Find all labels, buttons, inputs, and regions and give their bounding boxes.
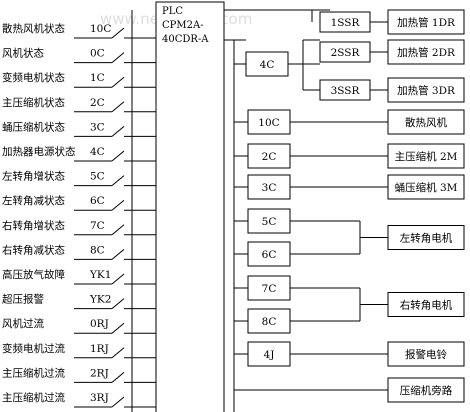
switch-contact [111, 150, 125, 162]
switch-contact [111, 273, 125, 285]
plc-box [155, 1, 225, 412]
input-name: 主压缩机状态 [2, 96, 65, 109]
relay-label: 2C [262, 151, 277, 163]
input-name: 左转角减状态 [2, 194, 65, 207]
heater-label: 加热管 2DR [397, 46, 456, 59]
motor-box [387, 292, 465, 317]
single-outputs: 10C 散热风机 2C 主压缩机 2M 3C 蛹压缩机 3M 4J 报警电铃 [234, 109, 465, 367]
heater-box [387, 9, 465, 35]
plc-label-1: PLC [162, 6, 183, 17]
bypass-group: 压缩机旁路 [234, 377, 465, 403]
switch-contact [111, 322, 125, 334]
ssr-label: 2SSR [331, 47, 361, 59]
input-name: 超压报警 [2, 293, 44, 306]
relay-label: 6C [262, 249, 277, 261]
input-code: 0RJ [90, 318, 109, 330]
motor-label: 左转角电机 [400, 232, 453, 245]
load-box [387, 174, 465, 200]
ssr-label: 1SSR [331, 17, 361, 29]
relay-label: 4C [260, 59, 275, 71]
plc-label-3: 40CDR-A [162, 34, 209, 45]
relay-box [247, 174, 291, 200]
switch-contact [111, 396, 125, 408]
input-name: 右转角增状态 [2, 219, 65, 232]
switch-contact [111, 372, 125, 383]
input-code: 3C [90, 121, 105, 133]
load-box [387, 143, 465, 169]
relay-label: 8C [262, 316, 277, 328]
input-code: 6C [90, 195, 105, 207]
switch-contact [111, 224, 125, 236]
switch-contact [111, 101, 125, 113]
switch-contact [111, 27, 125, 39]
input-name: 风机过流 [2, 317, 44, 330]
ssr-label: 3SSR [331, 85, 361, 97]
input-list: 散热风机状态 10C 风机状态 0C 变频电机状态 1C 主压缩机状态 2C 蛹压缩机状态 3C 加… [2, 22, 156, 408]
relay-label: 5C [262, 216, 277, 228]
relay-box [247, 341, 291, 367]
load-label: 报警电铃 [405, 348, 447, 361]
load-label: 主压缩机 2M [395, 150, 458, 163]
input-code: 4C [90, 146, 105, 158]
relay-label: 10C [258, 117, 279, 129]
load-box [387, 109, 465, 135]
input-code: 2RJ [90, 367, 109, 379]
switch-contact [111, 76, 125, 88]
relay-label: 4J [264, 349, 275, 361]
input-code: 1RJ [90, 343, 109, 355]
input-code: 1C [90, 72, 105, 84]
relay-label: 7C [262, 283, 277, 295]
plc-block: PLC CPM2A- 40CDR-A [155, 1, 225, 412]
heater-box [387, 77, 465, 103]
input-code: YK1 [89, 269, 111, 281]
load-box [387, 377, 465, 403]
input-name: 风机状态 [2, 47, 44, 60]
heater-label: 加热管 3DR [397, 84, 456, 97]
input-code: 8C [90, 244, 105, 256]
input-code: 0C [90, 48, 105, 60]
paired-outputs: 5C 6C 左转角电机 7C 8C 右转角电机 [234, 208, 465, 334]
input-name: 高压放气故障 [2, 268, 65, 281]
heater-box [387, 39, 465, 65]
motor-box [387, 225, 465, 250]
switch-contact [111, 126, 125, 137]
load-label: 压缩机旁路 [400, 384, 453, 397]
relay-4c-group: 4C [234, 39, 320, 91]
motor-label: 右转角电机 [400, 299, 453, 312]
input-name: 蛹压缩机状态 [2, 120, 65, 133]
plc-label-2: CPM2A- [162, 20, 204, 31]
switch-contact [111, 175, 125, 186]
load-label: 散热风机 [405, 116, 447, 129]
input-code: 10C [90, 23, 111, 35]
relay-box [247, 208, 291, 234]
relay-label: 3C [262, 182, 277, 194]
input-name: 右转角减状态 [2, 243, 65, 256]
relay-box [247, 143, 291, 169]
input-name: 变频电机过流 [2, 342, 65, 355]
switch-contact [111, 199, 125, 211]
switch-contact [111, 249, 125, 260]
relay-box [247, 241, 291, 267]
input-name: 左转角增状态 [2, 170, 65, 183]
load-label: 蛹压缩机 3M [395, 181, 458, 194]
input-name: 散热风机状态 [2, 22, 65, 35]
input-code: YK2 [89, 294, 111, 306]
input-name: 变频电机状态 [2, 71, 65, 84]
heater-label: 加热管 1DR [397, 16, 456, 29]
load-box [387, 341, 465, 367]
input-code: 2C [90, 97, 105, 109]
switch-contact [111, 52, 125, 63]
input-code: 7C [90, 220, 105, 232]
relay-box [247, 275, 291, 301]
switch-contact [111, 347, 125, 359]
input-name: 主压缩机过流 [2, 366, 65, 379]
relay-box [247, 109, 291, 135]
input-name: 主压缩机过流 [2, 391, 65, 404]
input-code: 3RJ [90, 392, 109, 404]
input-code: 5C [90, 171, 105, 183]
input-name: 加热器电源状态 [2, 145, 76, 158]
ssr-group: 1SSR 加热管 1DR 2SSR 加热管 2DR 3SSR 加热管 3DR [319, 9, 465, 103]
switch-contact [111, 298, 125, 309]
